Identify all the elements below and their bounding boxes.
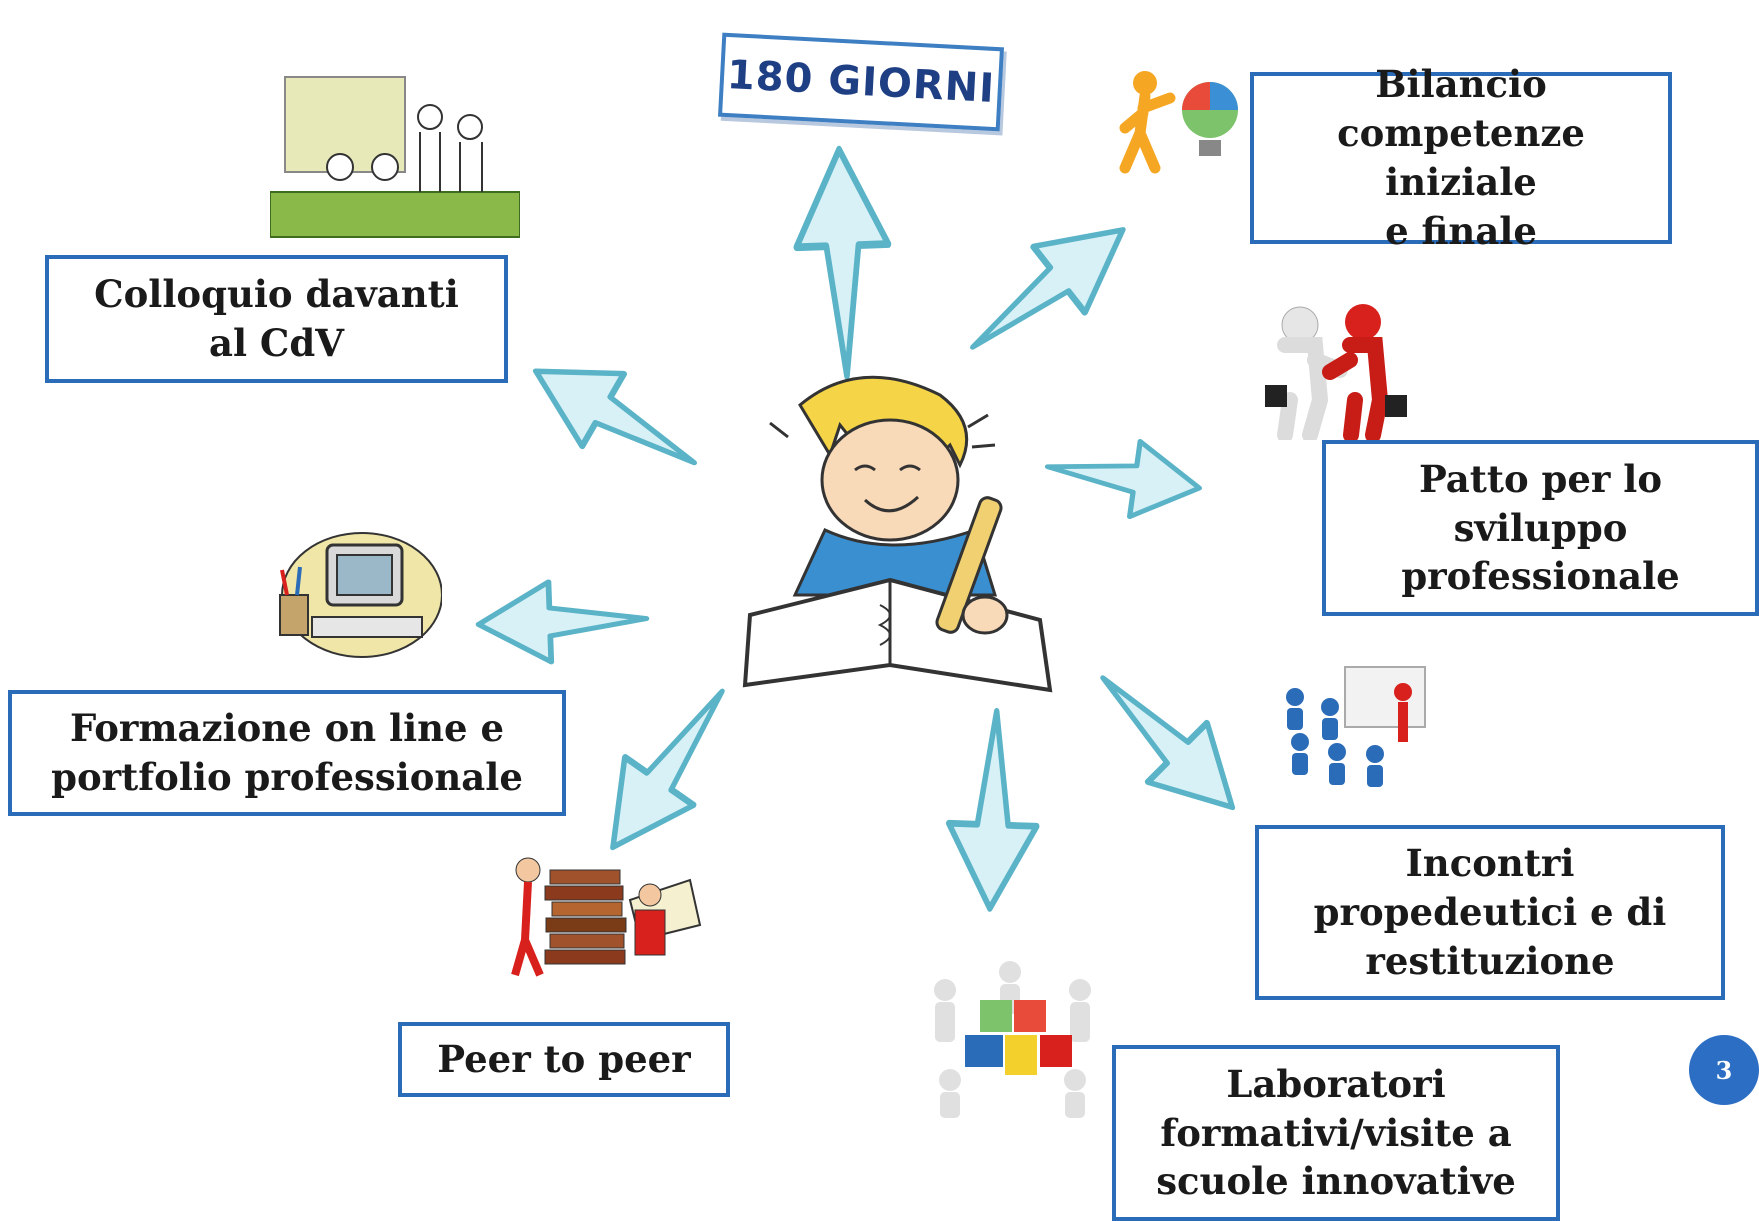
arrow-upper-right <box>947 197 1148 380</box>
arrow-right <box>1042 429 1204 526</box>
node-patto: Patto per lo sviluppo professionale <box>1322 440 1759 616</box>
handshake-icon <box>1265 304 1407 440</box>
node-formazione-label: Formazione on line e portfolio professio… <box>51 706 523 799</box>
page-number-badge: 3 <box>1689 1035 1759 1105</box>
node-colloquio-label: Colloquio davanti al CdV <box>94 272 459 365</box>
duration-banner-text: 180 GIORNI <box>725 52 997 112</box>
node-bilancio: Bilancio competenze iniziale e finale <box>1250 62 1672 253</box>
arrow-lower-right <box>1073 648 1261 836</box>
node-peer: Peer to peer <box>398 1022 730 1097</box>
classroom-presentation-icon <box>1286 666 1426 787</box>
node-peer-label: Peer to peer <box>437 1037 691 1082</box>
node-bilancio-label: Bilancio competenze iniziale e finale <box>1337 62 1585 253</box>
arrow-down <box>946 710 1041 910</box>
lightbulb-puzzle-icon <box>1119 71 1238 174</box>
books-reader-icon <box>511 857 702 977</box>
node-laboratori: Laboratori formativi/visite a scuole inn… <box>1112 1045 1560 1221</box>
node-colloquio: Colloquio davanti al CdV <box>45 255 508 383</box>
computer-icon <box>279 532 442 658</box>
meeting-table-icon <box>270 76 520 238</box>
arrow-up <box>793 148 893 377</box>
node-laboratori-label: Laboratori formativi/visite a scuole inn… <box>1156 1061 1516 1204</box>
duration-banner: 180 GIORNI <box>717 32 1005 132</box>
page-number: 3 <box>1715 1055 1733 1085</box>
puzzle-team-icon <box>934 961 1091 1118</box>
student-writing-icon <box>742 375 1053 693</box>
node-incontri: Incontri propedeutici e di restituzione <box>1255 825 1725 1000</box>
node-incontri-label: Incontri propedeutici e di restituzione <box>1313 841 1667 983</box>
arrow-left <box>477 579 648 665</box>
node-patto-label: Patto per lo sviluppo professionale <box>1401 456 1680 599</box>
node-formazione: Formazione on line e portfolio professio… <box>8 690 566 816</box>
arrow-upper-left <box>515 335 715 499</box>
